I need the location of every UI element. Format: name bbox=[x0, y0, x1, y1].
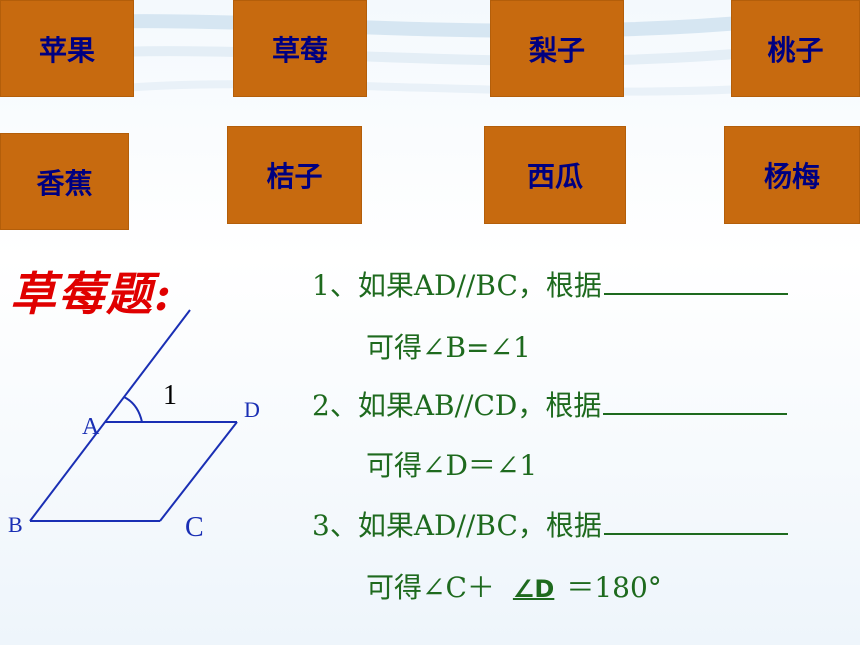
tile-peach[interactable]: 桃子 bbox=[731, 0, 860, 97]
label-c: C bbox=[185, 512, 204, 543]
label-b: B bbox=[8, 512, 23, 537]
problem-title: 草莓题: bbox=[10, 267, 173, 321]
segment-ba-extended bbox=[29, 309, 191, 522]
tile-tangerine[interactable]: 桔子 bbox=[227, 126, 362, 224]
tile-bayberry[interactable]: 杨梅 bbox=[724, 126, 860, 224]
tile-strawberry[interactable]: 草莓 bbox=[233, 0, 367, 97]
question-2-line-2: 可得∠D＝∠1 bbox=[366, 449, 538, 482]
question-3-prefix: 可得∠C＋ bbox=[366, 571, 495, 604]
question-2-line-1: 2、如果AB//CD，根据 bbox=[312, 384, 788, 424]
tile-pear[interactable]: 梨子 bbox=[490, 0, 624, 97]
question-1-text: 1、如果AD//BC，根据 bbox=[312, 269, 602, 302]
tile-watermelon[interactable]: 西瓜 bbox=[484, 126, 626, 224]
label-d: D bbox=[244, 397, 260, 422]
tile-banana[interactable]: 香蕉 bbox=[0, 133, 129, 230]
question-1-line-2: 可得∠B=∠1 bbox=[366, 331, 531, 364]
question-1-blank[interactable] bbox=[603, 267, 788, 295]
label-a: A bbox=[82, 414, 100, 440]
label-angle-1: 1 bbox=[163, 380, 177, 411]
angle-1-arc bbox=[123, 396, 143, 423]
question-3-text: 3、如果AD//BC，根据 bbox=[312, 509, 602, 542]
question-3-suffix: ＝180° bbox=[566, 571, 662, 604]
parallelogram-figure bbox=[29, 309, 238, 522]
question-2-blank[interactable] bbox=[603, 387, 788, 415]
segment-cd bbox=[159, 421, 238, 522]
question-3-blank[interactable] bbox=[603, 507, 788, 535]
question-3-answer: ∠D bbox=[512, 575, 555, 603]
question-2-text: 2、如果AB//CD，根据 bbox=[312, 389, 602, 422]
question-1-line-1: 1、如果AD//BC，根据 bbox=[312, 264, 788, 304]
question-3-line-2: 可得∠C＋ ∠D ＝180° bbox=[366, 566, 662, 606]
tile-apple[interactable]: 苹果 bbox=[0, 0, 134, 97]
question-3-line-1: 3、如果AD//BC，根据 bbox=[312, 504, 788, 544]
